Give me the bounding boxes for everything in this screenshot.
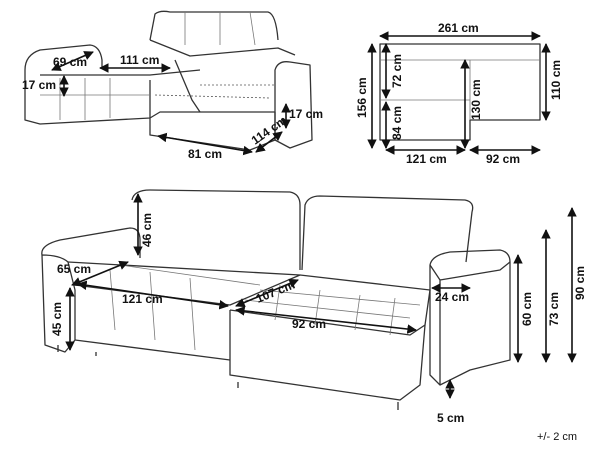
label-back-height: 73 cm — [547, 292, 561, 326]
label-seat-height: 45 cm — [50, 302, 64, 336]
label-chaise-width: 92 cm — [292, 317, 326, 331]
label-seat-depth: 84 cm — [390, 106, 404, 140]
label-chaise-side: 110 cm — [549, 60, 563, 100]
label-armrest-height: 60 cm — [520, 292, 534, 326]
sofa-bed-dimensions — [51, 51, 291, 156]
label-chaise-width: 92 cm — [486, 152, 520, 166]
label-back-depth: 72 cm — [390, 54, 404, 88]
label-total-width: 261 cm — [438, 21, 479, 35]
label-seat-height-left: 17 cm — [22, 78, 56, 92]
label-chaise-depth: 130 cm — [469, 79, 483, 120]
label-sofa-width: 121 cm — [406, 152, 447, 166]
label-backrest-height: 46 cm — [140, 213, 154, 247]
tolerance-note: +/- 2 cm — [537, 431, 577, 443]
label-total-depth: 156 cm — [355, 77, 369, 118]
label-leg-height: 5 cm — [437, 411, 464, 425]
sofa-bed-drawing — [24, 10, 313, 151]
label-storage-width: 81 cm — [188, 147, 222, 161]
label-seat-depth: 65 cm — [57, 262, 91, 276]
plan-view-dimensions — [367, 31, 551, 155]
plan-view-drawing — [379, 43, 541, 141]
label-armrest-depth: 69 cm — [53, 55, 87, 69]
label-chaise-length: 107 cm — [254, 278, 297, 306]
label-bed-width: 111 cm — [120, 53, 159, 67]
label-storage-height: 17 cm — [289, 107, 323, 121]
label-seat-width: 121 cm — [122, 292, 163, 306]
front-view-dimensions — [65, 193, 577, 399]
label-armrest-width: 24 cm — [435, 290, 469, 304]
label-total-height: 90 cm — [573, 266, 587, 300]
